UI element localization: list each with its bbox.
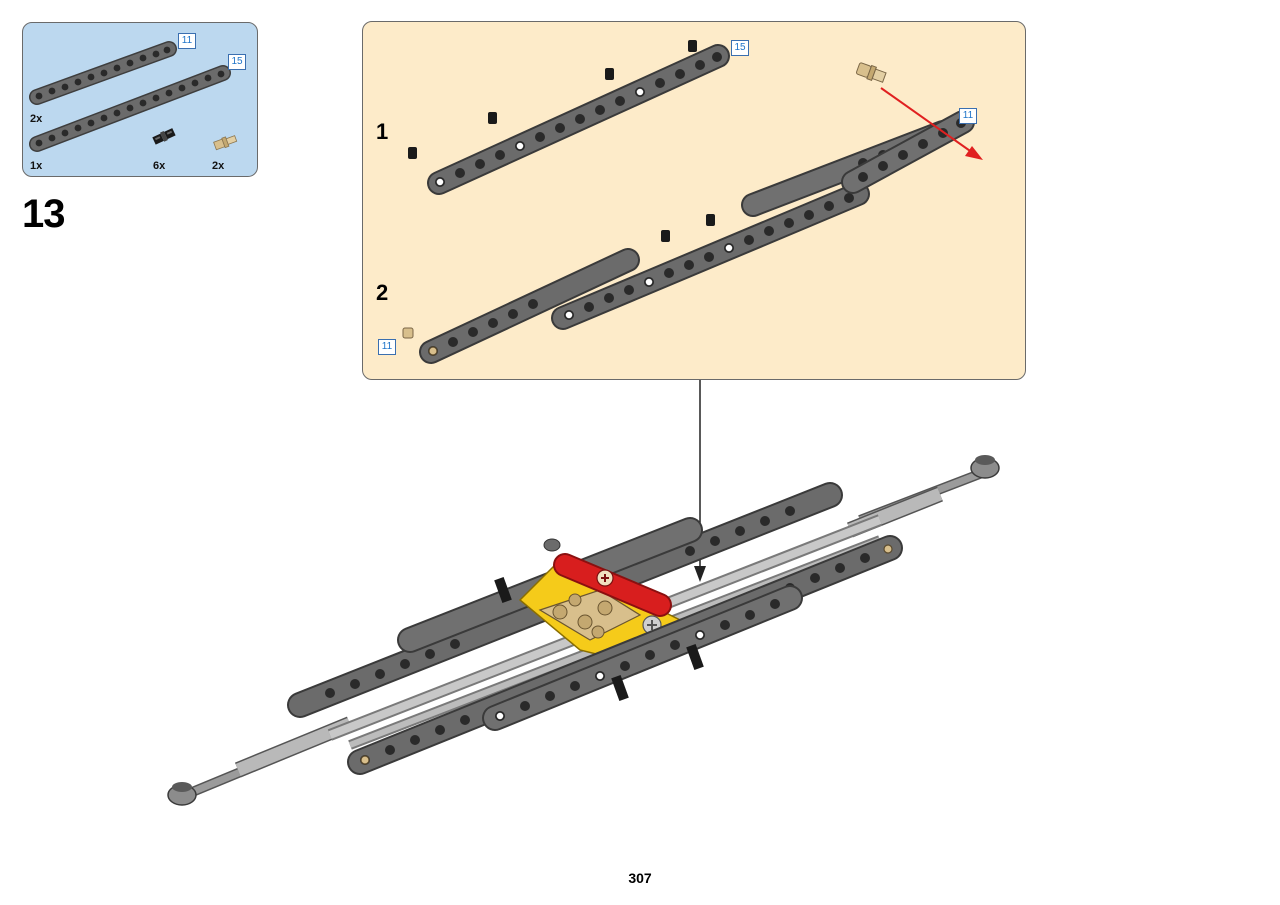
part-quantity: 1x (30, 160, 43, 172)
substep-number: 2 (376, 280, 389, 305)
beam-length-tag: 15 (731, 40, 749, 56)
friction-pins (408, 40, 697, 159)
black-axle-stubs (494, 577, 704, 701)
callout-illustration (402, 40, 983, 364)
beam-15-part (29, 65, 231, 152)
beam-length-tag: 11 (178, 33, 196, 49)
axle-pin-part (213, 135, 238, 151)
beam-length-tag: 11 (378, 339, 396, 355)
parts-list-panel: 11 15 2x 1x 6x 2x (22, 22, 258, 177)
step-number: 13 (22, 192, 65, 236)
beam-11-right (551, 182, 870, 330)
callout-pointer-arrow (694, 566, 706, 582)
beam-11-part (29, 41, 177, 105)
axle-pin-incoming (856, 62, 887, 83)
substep-number: 1 (376, 119, 389, 144)
shock-absorber-left (167, 716, 354, 806)
beam-length-tag: 15 (228, 54, 246, 70)
insertion-arrow (880, 87, 983, 160)
beam-15-substep-1 (408, 40, 730, 195)
sub-assembly-callout: 1 2 15 11 11 (362, 21, 1026, 380)
friction-pin-part (152, 128, 176, 145)
beam-11-left (402, 248, 640, 364)
beam-length-tag: 11 (959, 108, 977, 124)
part-quantity: 6x (153, 160, 166, 172)
parts-illustration (29, 41, 238, 152)
page-number: 307 (628, 870, 652, 886)
part-quantity: 2x (30, 113, 43, 125)
part-quantity: 2x (212, 160, 225, 172)
lower-frame-rail-overlap (482, 585, 803, 731)
